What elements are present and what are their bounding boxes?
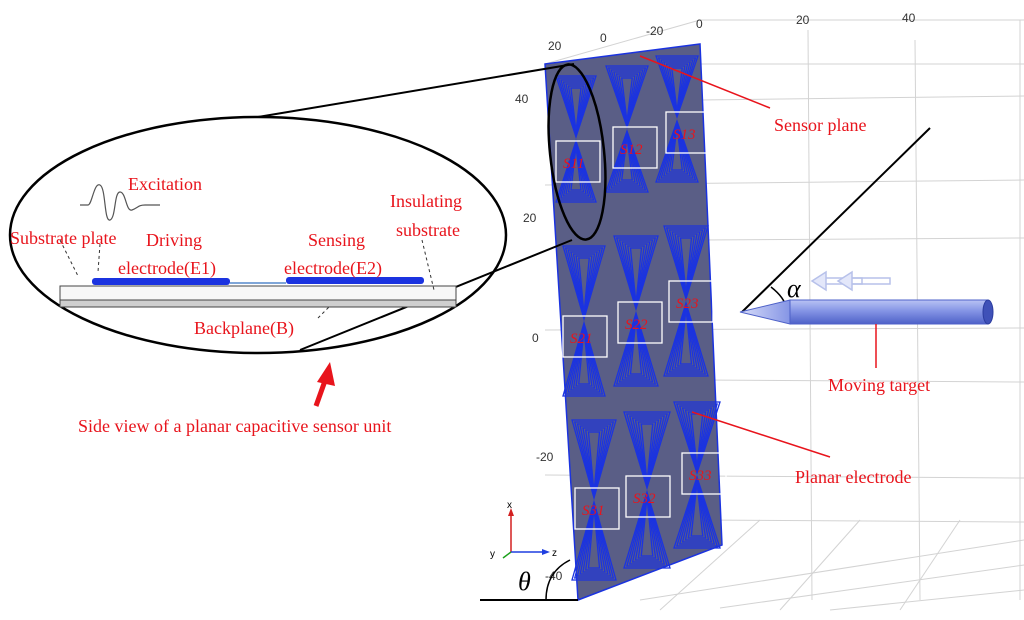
electrode-cell [571, 419, 617, 581]
tick-top-5: 20 [796, 13, 810, 27]
tick-left-2: 20 [523, 211, 537, 225]
label-driving-2: electrode(E1) [118, 258, 216, 279]
label-moving-target: Moving target [828, 375, 930, 395]
cell-s13-label: S13 [673, 127, 696, 143]
left-ticks: 40 20 0 -20 -40 [515, 92, 563, 583]
driving-electrode [92, 278, 230, 285]
tick-left-5: -40 [545, 569, 563, 583]
sensing-electrode [286, 277, 424, 284]
tick-left-1: 40 [515, 92, 529, 106]
cell-s32-label: S32 [633, 491, 656, 507]
cell-s21-label: S21 [570, 331, 593, 347]
label-driving-1: Driving [146, 230, 202, 250]
cell-s11: S11 [555, 140, 601, 183]
target-cone [739, 299, 791, 325]
label-sensing-1: Sensing [308, 230, 365, 250]
zoom-line-top [257, 63, 575, 118]
cell-s23-label: S23 [676, 296, 699, 312]
electrode-cell [655, 55, 699, 183]
substrate-plate [59, 285, 457, 301]
cell-s21: S21 [562, 315, 608, 358]
label-sensor-plane: Sensor plane [774, 115, 866, 135]
tick-top-2: 0 [600, 31, 607, 45]
angle-alpha: α [787, 274, 802, 303]
cell-s13: S13 [665, 111, 711, 154]
tick-top-1: 20 [548, 39, 562, 53]
tick-top-6: 40 [902, 11, 916, 25]
moving-target [739, 127, 994, 368]
planar-electrode-leader [691, 411, 831, 458]
electrode-cell [605, 65, 649, 193]
cell-labels: S11 S12 S13 S21 S22 S23 S31 S32 [555, 111, 727, 530]
electrode-cell [673, 401, 721, 549]
electrode-cell [555, 75, 597, 203]
label-sensing-2: electrode(E2) [284, 258, 382, 279]
electrode-cell [663, 225, 709, 377]
excitation-waveform [80, 184, 160, 221]
theta-angle [480, 559, 578, 601]
electrode-cell [623, 411, 671, 569]
axis-triad: x y z [490, 500, 557, 560]
label-insulating-1: Insulating [390, 191, 462, 211]
tick-left-3: 0 [532, 331, 539, 345]
label-planar-electrode: Planar electrode [795, 467, 911, 487]
electrode-patterns [555, 55, 721, 581]
top-ticks: 20 0 -20 0 20 40 [548, 11, 916, 53]
motion-arrows [810, 270, 891, 292]
angle-theta: θ [518, 567, 531, 596]
electrode-cell [613, 235, 659, 387]
label-backplane: Backplane(B) [194, 318, 294, 339]
cell-s22: S22 [617, 301, 663, 344]
axis-y-label: y [490, 549, 495, 560]
label-excitation: Excitation [128, 174, 202, 194]
cell-s12-label: S12 [620, 142, 643, 158]
cell-s32: S32 [625, 475, 671, 518]
target-cylinder [789, 299, 989, 325]
cell-s31-label: S31 [582, 503, 605, 519]
cell-s33: S33 [681, 452, 727, 495]
axis-z-label: z [552, 548, 557, 559]
cell-s22-label: S22 [625, 317, 648, 333]
cell-s11-label: S11 [563, 156, 584, 172]
cell-s33-label: S33 [689, 468, 712, 484]
zoom-ellipse [8, 115, 508, 355]
tick-top-3: -20 [646, 24, 664, 38]
cell-s23: S23 [668, 280, 714, 323]
cell-s31: S31 [574, 487, 620, 530]
target-end-cap [982, 299, 994, 325]
red-up-arrow [313, 362, 335, 407]
cell-s12: S12 [612, 126, 658, 169]
tick-left-4: -20 [536, 450, 554, 464]
leader-lines [59, 239, 435, 319]
sensor-plane-leader [639, 55, 771, 109]
label-insulating-2: substrate [396, 220, 460, 240]
label-substrate-plate: Substrate plate [10, 228, 116, 248]
backplane [59, 299, 457, 308]
tick-top-4: 0 [696, 17, 703, 31]
label-side-view: Side view of a planar capacitive sensor … [78, 416, 391, 436]
axis-x-label: x [507, 500, 512, 511]
